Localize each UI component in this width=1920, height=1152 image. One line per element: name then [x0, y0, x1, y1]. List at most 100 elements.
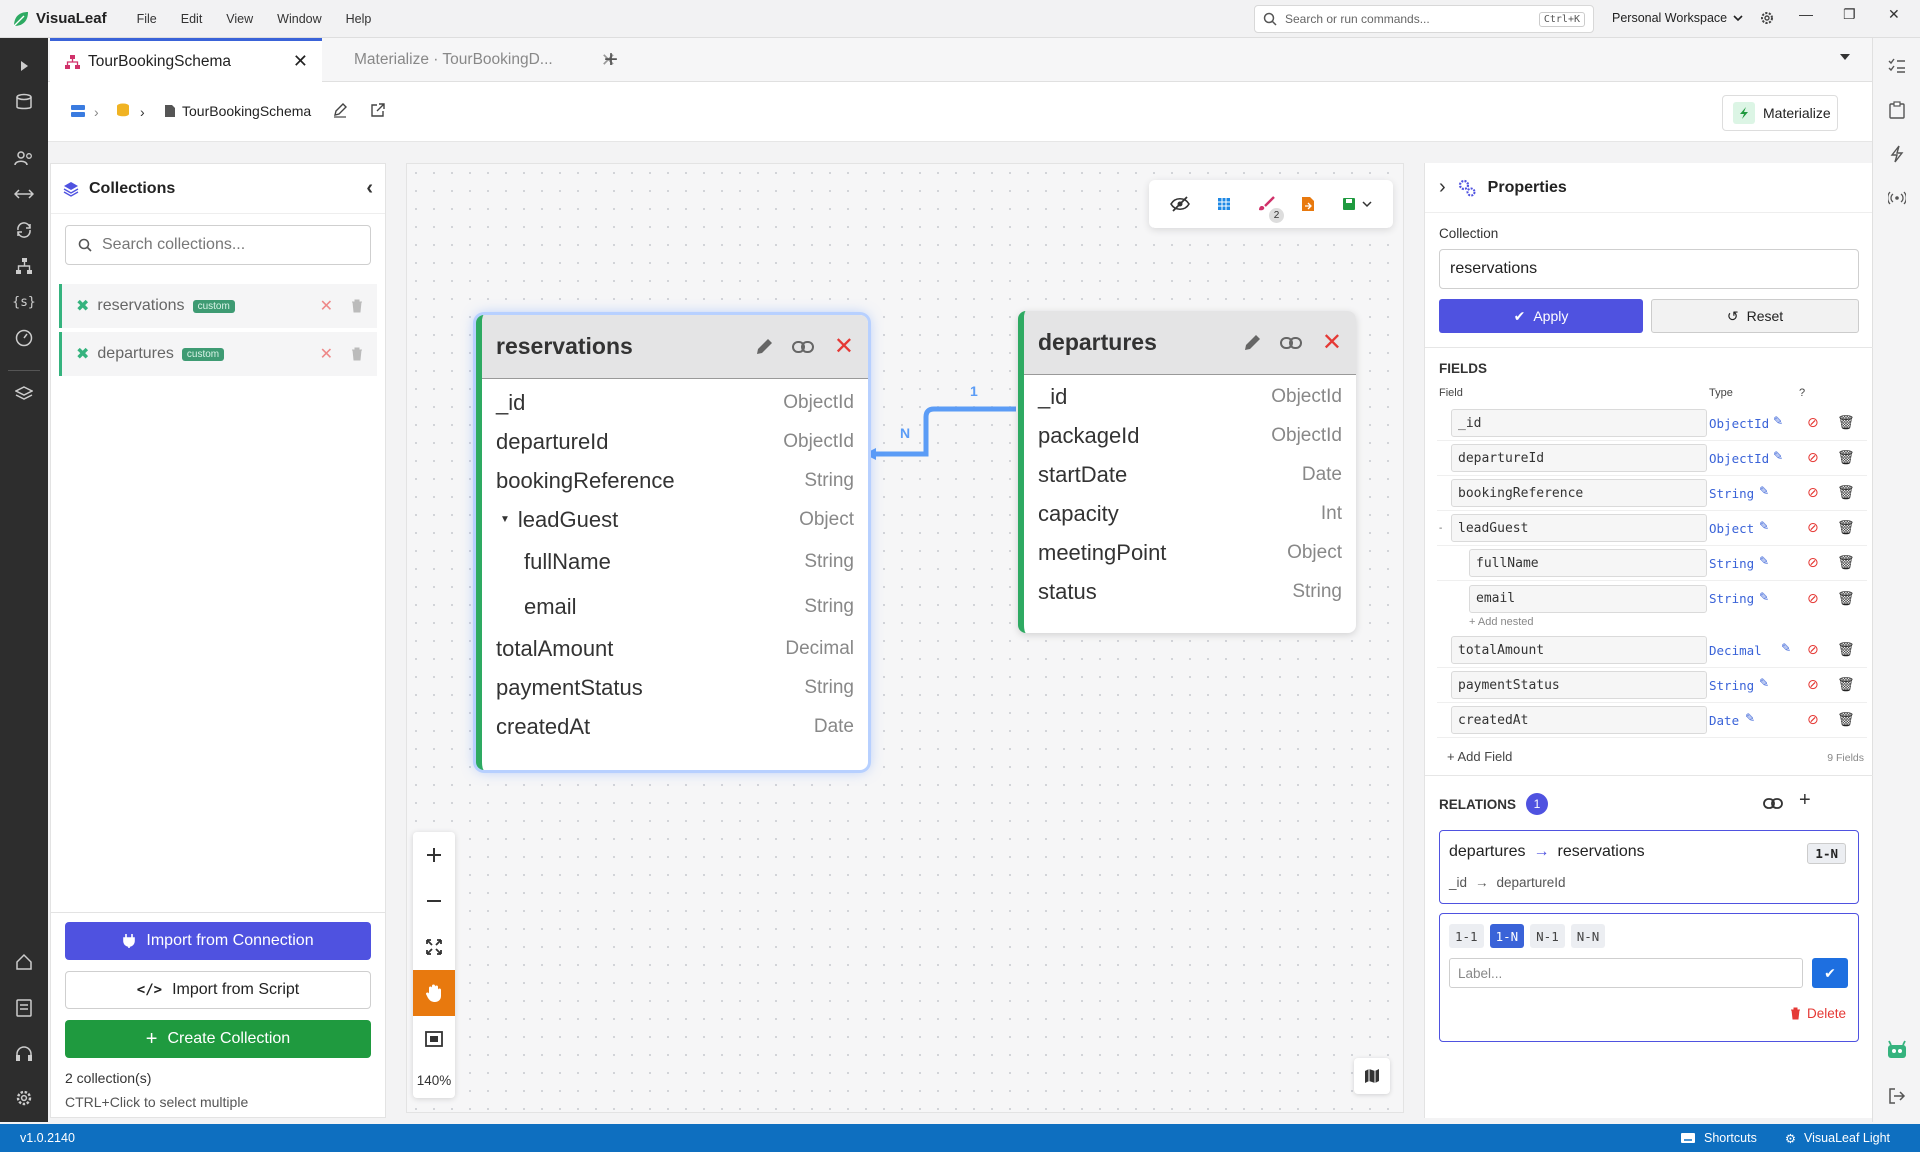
menu-file[interactable]: File: [136, 11, 157, 26]
edit-type-icon[interactable]: ✎: [1759, 589, 1770, 604]
collection-name-input[interactable]: reservations: [1439, 249, 1859, 289]
tab-materialize[interactable]: Materialize · TourBookingD... ✕: [340, 38, 630, 82]
field-name-input[interactable]: totalAmount: [1451, 636, 1707, 664]
cardinality-n-n[interactable]: N-N: [1570, 924, 1606, 948]
edit-type-icon[interactable]: ✎: [1759, 484, 1770, 498]
trash-icon[interactable]: 🗑: [1837, 589, 1855, 606]
workspace-selector[interactable]: Personal Workspace: [1612, 10, 1775, 26]
open-external-icon[interactable]: [370, 102, 386, 118]
not-required-icon[interactable]: ⊘: [1807, 589, 1819, 606]
document-list-icon[interactable]: [12, 996, 36, 1020]
remove-icon[interactable]: ✕: [319, 298, 333, 315]
not-required-icon[interactable]: ⊘: [1807, 711, 1819, 727]
maximize-button[interactable]: ❐: [1843, 6, 1856, 22]
new-tab-button[interactable]: +: [604, 46, 619, 73]
edit-type-icon[interactable]: ✎: [1759, 554, 1770, 568]
edit-type-icon[interactable]: ✎: [1759, 519, 1770, 533]
edit-pencil-icon[interactable]: [1242, 333, 1262, 353]
breadcrumb-schema[interactable]: TourBookingSchema: [164, 103, 311, 119]
field-name-input[interactable]: email: [1469, 584, 1707, 613]
zoom-out-button[interactable]: [413, 878, 455, 924]
link-icon[interactable]: [1279, 336, 1302, 350]
not-required-icon[interactable]: ⊘: [1807, 519, 1819, 535]
braces-icon[interactable]: {s}: [12, 294, 36, 310]
field-type[interactable]: ObjectId: [1709, 415, 1770, 431]
collection-item-reservations[interactable]: ✖ reservations custom ✕: [59, 284, 377, 328]
shortcuts-button[interactable]: Shortcuts: [1680, 1131, 1757, 1145]
fit-view-button[interactable]: [413, 924, 455, 970]
delete-entity-icon[interactable]: ✕: [1321, 329, 1342, 356]
not-required-icon[interactable]: ⊘: [1807, 641, 1819, 657]
cardinality-1-1[interactable]: 1-1: [1449, 924, 1484, 948]
relation-label-input[interactable]: Label...: [1449, 958, 1803, 988]
relation-card[interactable]: departures → reservations 1-N _id → depa…: [1439, 830, 1859, 904]
trash-icon[interactable]: [351, 347, 363, 361]
sync-icon[interactable]: [12, 218, 36, 242]
hide-eye-icon[interactable]: [1170, 196, 1191, 212]
brush-tool[interactable]: 2: [1257, 196, 1284, 223]
field-type[interactable]: ObjectId: [1709, 450, 1770, 466]
not-required-icon[interactable]: ⊘: [1807, 414, 1819, 430]
expand-icon[interactable]: [12, 54, 36, 78]
not-required-icon[interactable]: ⊘: [1807, 484, 1819, 500]
not-required-icon[interactable]: ⊘: [1807, 449, 1819, 465]
layers-icon[interactable]: [12, 382, 36, 406]
export-file-icon[interactable]: [1301, 196, 1315, 212]
trash-icon[interactable]: 🗑: [1837, 414, 1855, 430]
edit-type-icon[interactable]: ✎: [1781, 641, 1792, 655]
database-icon[interactable]: [12, 90, 36, 114]
arrows-horizontal-icon[interactable]: [12, 182, 36, 206]
trash-icon[interactable]: 🗑: [1837, 449, 1855, 465]
confirm-label-button[interactable]: ✔: [1812, 958, 1848, 988]
relation-connector[interactable]: 1 N: [860, 370, 1020, 470]
home-icon[interactable]: [12, 950, 36, 974]
assistant-bot-icon[interactable]: [1885, 1038, 1909, 1062]
field-type[interactable]: String: [1709, 591, 1755, 606]
lightning-icon[interactable]: [1885, 142, 1909, 166]
field-name-input[interactable]: fullName: [1469, 549, 1707, 577]
field-type[interactable]: Object: [1709, 520, 1755, 536]
pan-tool-button[interactable]: [413, 970, 455, 1016]
field-type[interactable]: String: [1709, 485, 1755, 501]
add-field-button[interactable]: + Add Field: [1447, 749, 1513, 764]
server-icon[interactable]: [70, 104, 86, 118]
cardinality-n-1[interactable]: N-1: [1530, 924, 1565, 948]
trash-icon[interactable]: 🗑: [1837, 641, 1855, 657]
apply-button[interactable]: ✔Apply: [1439, 299, 1643, 333]
tab-overflow-chevron-icon[interactable]: [1839, 52, 1851, 62]
minimize-button[interactable]: —: [1799, 6, 1813, 22]
menu-view[interactable]: View: [226, 11, 254, 26]
trash-icon[interactable]: [351, 299, 363, 313]
link-relation-icon[interactable]: [1763, 797, 1783, 811]
trash-icon[interactable]: 🗑: [1837, 554, 1855, 570]
settings-icon[interactable]: [12, 1086, 36, 1110]
zoom-in-button[interactable]: [413, 832, 455, 878]
edit-pencil-icon[interactable]: [754, 337, 774, 357]
edit-type-icon[interactable]: ✎: [1759, 676, 1770, 690]
field-name-input[interactable]: bookingReference: [1451, 479, 1707, 507]
schema-tree-icon[interactable]: [12, 254, 36, 278]
field-type[interactable]: String: [1709, 677, 1755, 693]
tab-tourbookingschema[interactable]: TourBookingSchema ✕: [50, 38, 322, 82]
clipboard-icon[interactable]: [1885, 98, 1909, 122]
grid-icon[interactable]: [1217, 197, 1231, 211]
add-nested-button[interactable]: + Add nested: [1469, 616, 1534, 628]
field-name-input[interactable]: departureId: [1451, 444, 1707, 472]
